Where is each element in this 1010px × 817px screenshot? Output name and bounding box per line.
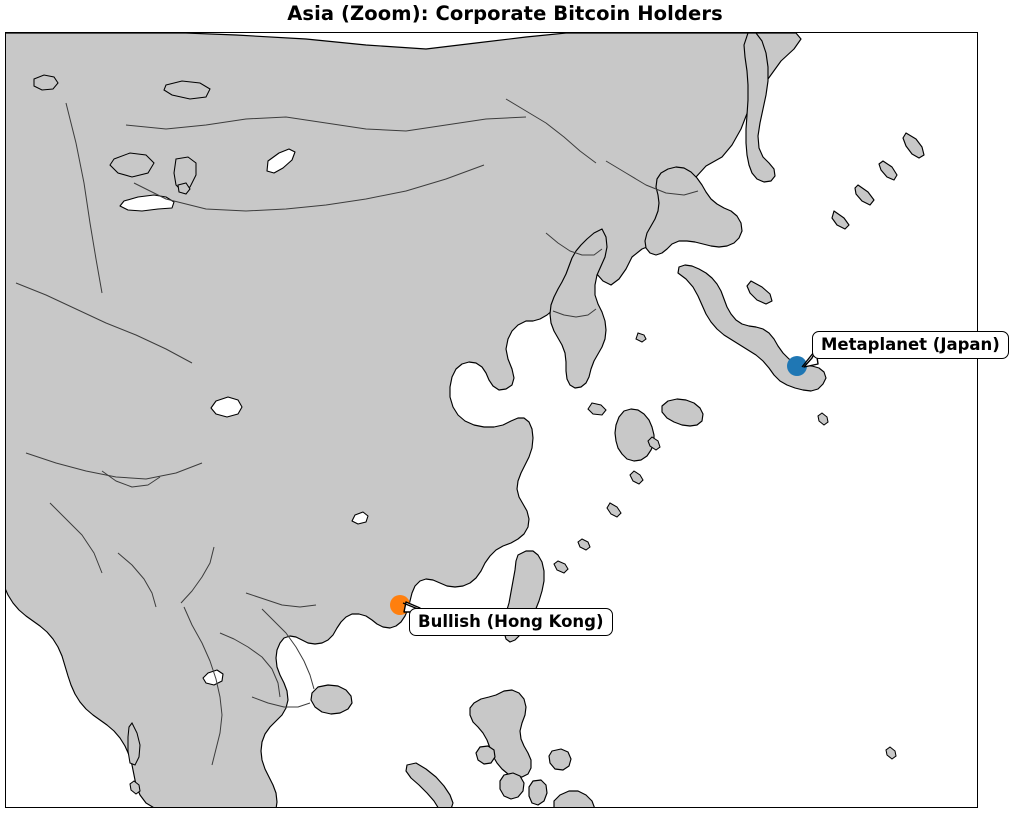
border-bangladesh: [117, 552, 157, 608]
border-mongolia-china: [133, 164, 485, 212]
annotation-metaplanet-text: Metaplanet (Japan): [821, 335, 1000, 354]
philippines-panay: [499, 772, 525, 800]
annotation-label-bullish[interactable]: Bullish (Hong Kong): [409, 608, 613, 637]
island-ulleung: [635, 332, 647, 343]
philippines-samar: [548, 748, 572, 771]
border-myanmar-china: [180, 546, 215, 604]
border-nepal: [101, 470, 161, 488]
kunashir-island: [746, 280, 773, 305]
border-russia-china-east: [605, 160, 699, 196]
border-korea-dmz: [552, 308, 597, 318]
lake-balkhash: [119, 194, 175, 212]
inland-water: [119, 148, 369, 686]
hainan-island: [310, 684, 353, 715]
philippines-palawan: [405, 762, 454, 807]
island-nicobar: [129, 780, 141, 795]
eurasia-mainland: [6, 33, 802, 807]
philippines-mindoro: [475, 745, 496, 765]
lake-baikal-part: [266, 148, 296, 174]
border-vietnam-china: [245, 592, 317, 608]
island-sakishima: [553, 560, 569, 574]
korean-peninsula: [549, 228, 608, 389]
island-small-e: [177, 182, 191, 195]
island-lake-region-a: [33, 74, 59, 91]
japan-hokkaido: [644, 166, 743, 256]
island-andaman: [127, 722, 141, 766]
island-amami: [629, 470, 644, 485]
philippines-negros: [528, 779, 548, 806]
border-mongolia-russia: [125, 116, 527, 132]
island-okinawa: [606, 502, 622, 518]
island-lake-region-d: [173, 156, 197, 192]
border-china-india: [25, 452, 203, 480]
island-lake-region-b: [163, 80, 211, 100]
border-russia-china-amur: [505, 98, 597, 164]
lake-dongting: [351, 511, 369, 525]
island-lake-region-c: [109, 152, 155, 178]
border-china-west: [15, 282, 193, 364]
marker-metaplanet[interactable]: [787, 356, 807, 376]
kuril-islands-2: [878, 160, 898, 181]
border-myanmar-thailand: [183, 606, 223, 766]
japan-kyushu: [614, 408, 655, 462]
kuril-islands-4: [831, 210, 850, 230]
border-korea-china: [545, 232, 603, 256]
island-tanegashima: [647, 436, 661, 451]
border-kazakhstan: [65, 102, 103, 294]
island-jeju: [587, 402, 607, 416]
island-ogasawara: [885, 746, 897, 760]
japan-shikoku: [661, 398, 704, 427]
border-india-interior: [49, 502, 103, 574]
small-islands: [33, 74, 897, 795]
lake-qinghai: [210, 396, 243, 418]
island-miyako: [577, 538, 591, 551]
kuril-islands: [902, 132, 925, 159]
page-title: Asia (Zoom): Corporate Bitcoin Holders: [287, 2, 723, 25]
annotation-bullish-text: Bullish (Hong Kong): [418, 612, 604, 631]
country-border-group: [15, 98, 699, 766]
border-laos-vietnam: [261, 608, 315, 690]
sakhalin-island: [743, 33, 776, 183]
annotation-label-metaplanet[interactable]: Metaplanet (Japan): [812, 331, 1009, 360]
lake-tonle-sap: [202, 669, 224, 686]
border-cambodia: [251, 696, 311, 708]
kuril-islands-3: [854, 184, 875, 206]
island-izu: [817, 412, 829, 426]
asia-map-vector: [6, 33, 977, 807]
marker-bullish[interactable]: [390, 595, 410, 615]
philippines-mindanao: [553, 790, 595, 807]
map-canvas[interactable]: [5, 32, 978, 808]
border-thailand-laos: [219, 632, 281, 698]
landmass-group: [6, 33, 925, 807]
